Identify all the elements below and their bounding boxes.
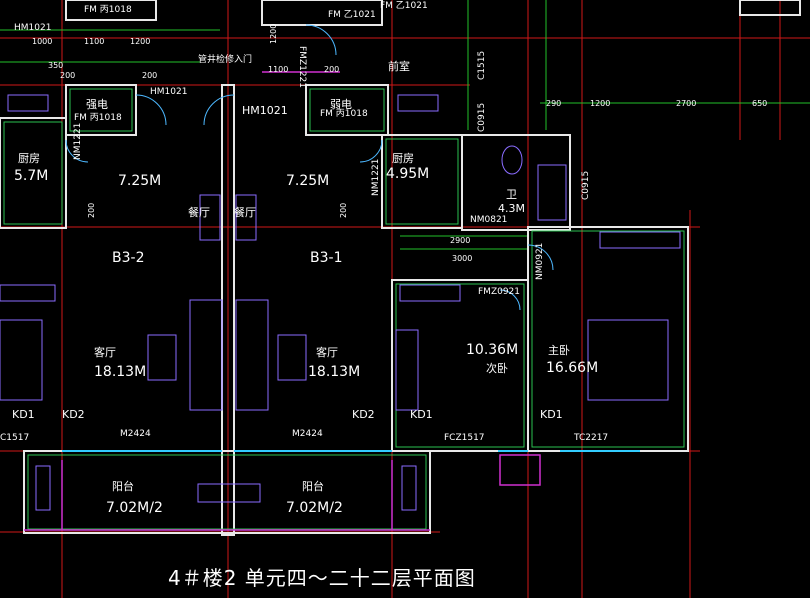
- living-left-label: 客厅: [94, 345, 116, 359]
- window-code-fcz1517: FCZ1517: [444, 433, 485, 443]
- master-bedroom-area: 16.66M: [546, 360, 598, 376]
- front-room-label: 前室: [388, 59, 410, 73]
- door-code-m2424-a: M2424: [120, 429, 151, 439]
- door-code-fm1018-c: FM 丙1018: [320, 108, 368, 119]
- living-right-label: 客厅: [316, 345, 338, 359]
- unit-right-label: B3-1: [310, 250, 342, 266]
- kitchen-left-label: 厨房: [18, 152, 40, 165]
- dim-1100-b: 1100: [268, 65, 288, 74]
- door-code-kd2-a: KD2: [62, 408, 85, 421]
- door-code-nm1221-right: NM1221: [371, 159, 381, 196]
- door-code-kd2-b: KD2: [352, 408, 375, 421]
- balcony-left-area: 7.02M/2: [106, 500, 163, 516]
- door-code-nm0821: NM0821: [470, 215, 507, 225]
- drawing-title: 4＃楼2 单元四～二十二层平面图: [168, 566, 476, 590]
- dim-200-c: 200: [324, 65, 339, 74]
- unit-left-label: B3-2: [112, 250, 144, 266]
- dim-350: 350: [48, 61, 63, 70]
- dim-1000: 1000: [32, 37, 52, 46]
- balcony-right-label: 阳台: [302, 479, 324, 493]
- dimension-values: 1000 1100 1200 350 200 200 1100 200 1200…: [32, 24, 767, 263]
- strong-electric-label: 强电: [86, 98, 108, 111]
- second-bedroom-label: 次卧: [486, 361, 508, 375]
- dim-200-a: 200: [60, 71, 75, 80]
- door-window-codes: HM1021 HM1021 HM1021 FM 丙1018 FM 丙1018 F…: [0, 0, 608, 443]
- kitchen-right-label: 厨房: [392, 152, 414, 165]
- dim-3000: 3000: [452, 254, 472, 263]
- balcony-right-area: 7.02M/2: [286, 500, 343, 516]
- door-code-kd1-a: KD1: [12, 408, 35, 421]
- bath-label: 卫: [506, 188, 517, 201]
- window-code-c0915-a: C0915: [477, 103, 487, 132]
- dim-200-d: 200: [87, 203, 96, 218]
- door-code-fm1018-a: FM 丙1018: [84, 4, 132, 15]
- door-code-kd1-c: KD1: [540, 408, 563, 421]
- dining-right-label: 餐厅: [234, 205, 256, 219]
- window-code-c1515: C1515: [477, 51, 487, 80]
- door-code-fmz1021: FM 乙1021: [328, 9, 376, 20]
- window-code-c1517: C1517: [0, 433, 29, 443]
- window-code-c0915-b: C0915: [581, 171, 591, 200]
- bath-area: 4.3M: [498, 202, 525, 215]
- dim-1200-b: 1200: [269, 24, 278, 44]
- dim-290: 290: [546, 99, 561, 108]
- door-code-fmz1021-b: FM 乙1021: [380, 0, 428, 11]
- door-swings: [65, 24, 554, 311]
- kitchen-right-area: 4.95M: [386, 166, 429, 182]
- master-bedroom-label: 主卧: [548, 344, 570, 357]
- second-bedroom-area: 10.36M: [466, 342, 518, 358]
- kitchen-left-area: 5.7M: [14, 168, 48, 184]
- dim-200-e: 200: [339, 203, 348, 218]
- walls: [0, 0, 801, 536]
- door-code-nm1221-left: NM1221: [73, 123, 83, 160]
- living-left-area: 18.13M: [94, 364, 146, 380]
- dim-2900: 2900: [450, 236, 470, 245]
- room-labels: 厨房 5.7M 7.25M 7.25M 厨房 4.95M 餐厅 餐厅 B3-2 …: [14, 53, 598, 516]
- dimension-lines: [0, 0, 810, 250]
- dim-650: 650: [752, 99, 767, 108]
- door-code-hm1021-b: HM1021: [150, 87, 187, 97]
- door-code-kd1-b: KD1: [410, 408, 433, 421]
- dim-1200-c: 1200: [590, 99, 610, 108]
- area-top-right: 7.25M: [286, 173, 329, 189]
- shaft-access-label: 管井检修入门: [198, 53, 252, 65]
- dim-2700: 2700: [676, 99, 696, 108]
- furniture: [0, 94, 681, 511]
- door-code-hm1021-c: HM1021: [242, 104, 288, 117]
- door-code-nm0921: NM0921: [535, 243, 545, 280]
- living-right-area: 18.13M: [308, 364, 360, 380]
- dim-200-b: 200: [142, 71, 157, 80]
- dim-1200-a: 1200: [130, 37, 150, 46]
- railings: [24, 71, 541, 531]
- dining-left-label: 餐厅: [188, 205, 210, 219]
- door-code-fmz0921: FMZ0921: [478, 287, 520, 297]
- wall-hatch: [3, 88, 685, 530]
- window-code-tc2217: TC2217: [573, 433, 608, 443]
- door-code-m2424-b: M2424: [292, 429, 323, 439]
- door-code-fmz1221: FMZ1221: [297, 46, 307, 88]
- dim-1100-a: 1100: [84, 37, 104, 46]
- balcony-left-label: 阳台: [112, 479, 134, 493]
- area-top-left: 7.25M: [118, 173, 161, 189]
- door-code-hm1021-a: HM1021: [14, 23, 51, 33]
- weak-electric-label: 弱电: [330, 98, 352, 111]
- door-code-fm1018-b: FM 丙1018: [74, 112, 122, 123]
